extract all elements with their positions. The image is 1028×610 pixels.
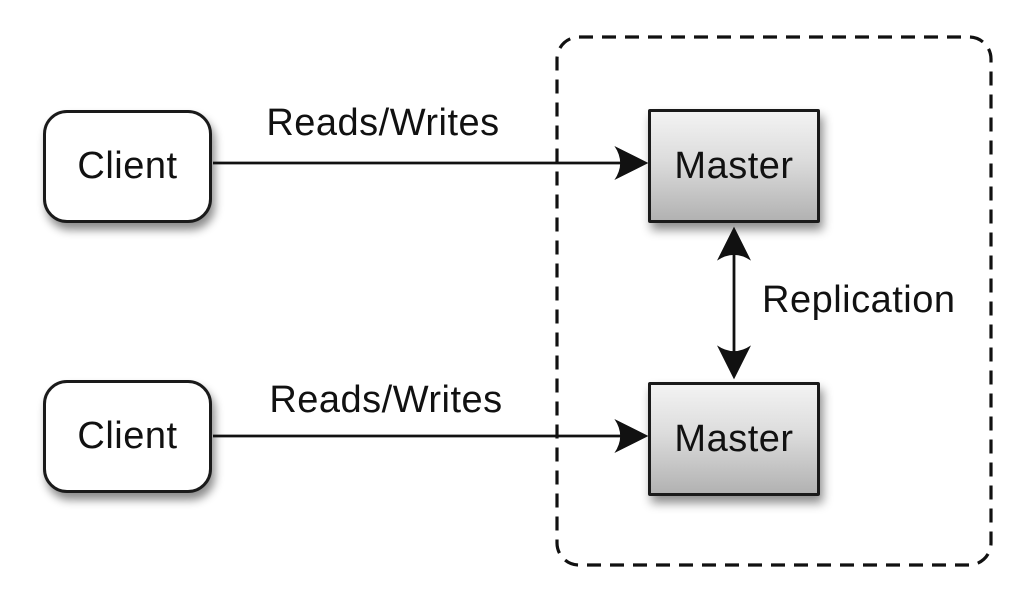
node-master-bottom-label: Master: [674, 417, 794, 460]
edge-label-reads-writes-top: Reads/Writes: [266, 102, 500, 144]
node-client-top-label: Client: [77, 145, 178, 187]
node-master-top: Master: [648, 109, 820, 223]
node-client-bottom-label: Client: [77, 415, 178, 457]
node-client-bottom: Client: [43, 380, 212, 493]
node-client-top: Client: [43, 110, 212, 223]
node-master-top-label: Master: [674, 144, 794, 187]
node-master-bottom: Master: [648, 382, 820, 496]
edge-label-reads-writes-bottom: Reads/Writes: [269, 379, 503, 421]
edge-label-replication: Replication: [762, 279, 956, 321]
